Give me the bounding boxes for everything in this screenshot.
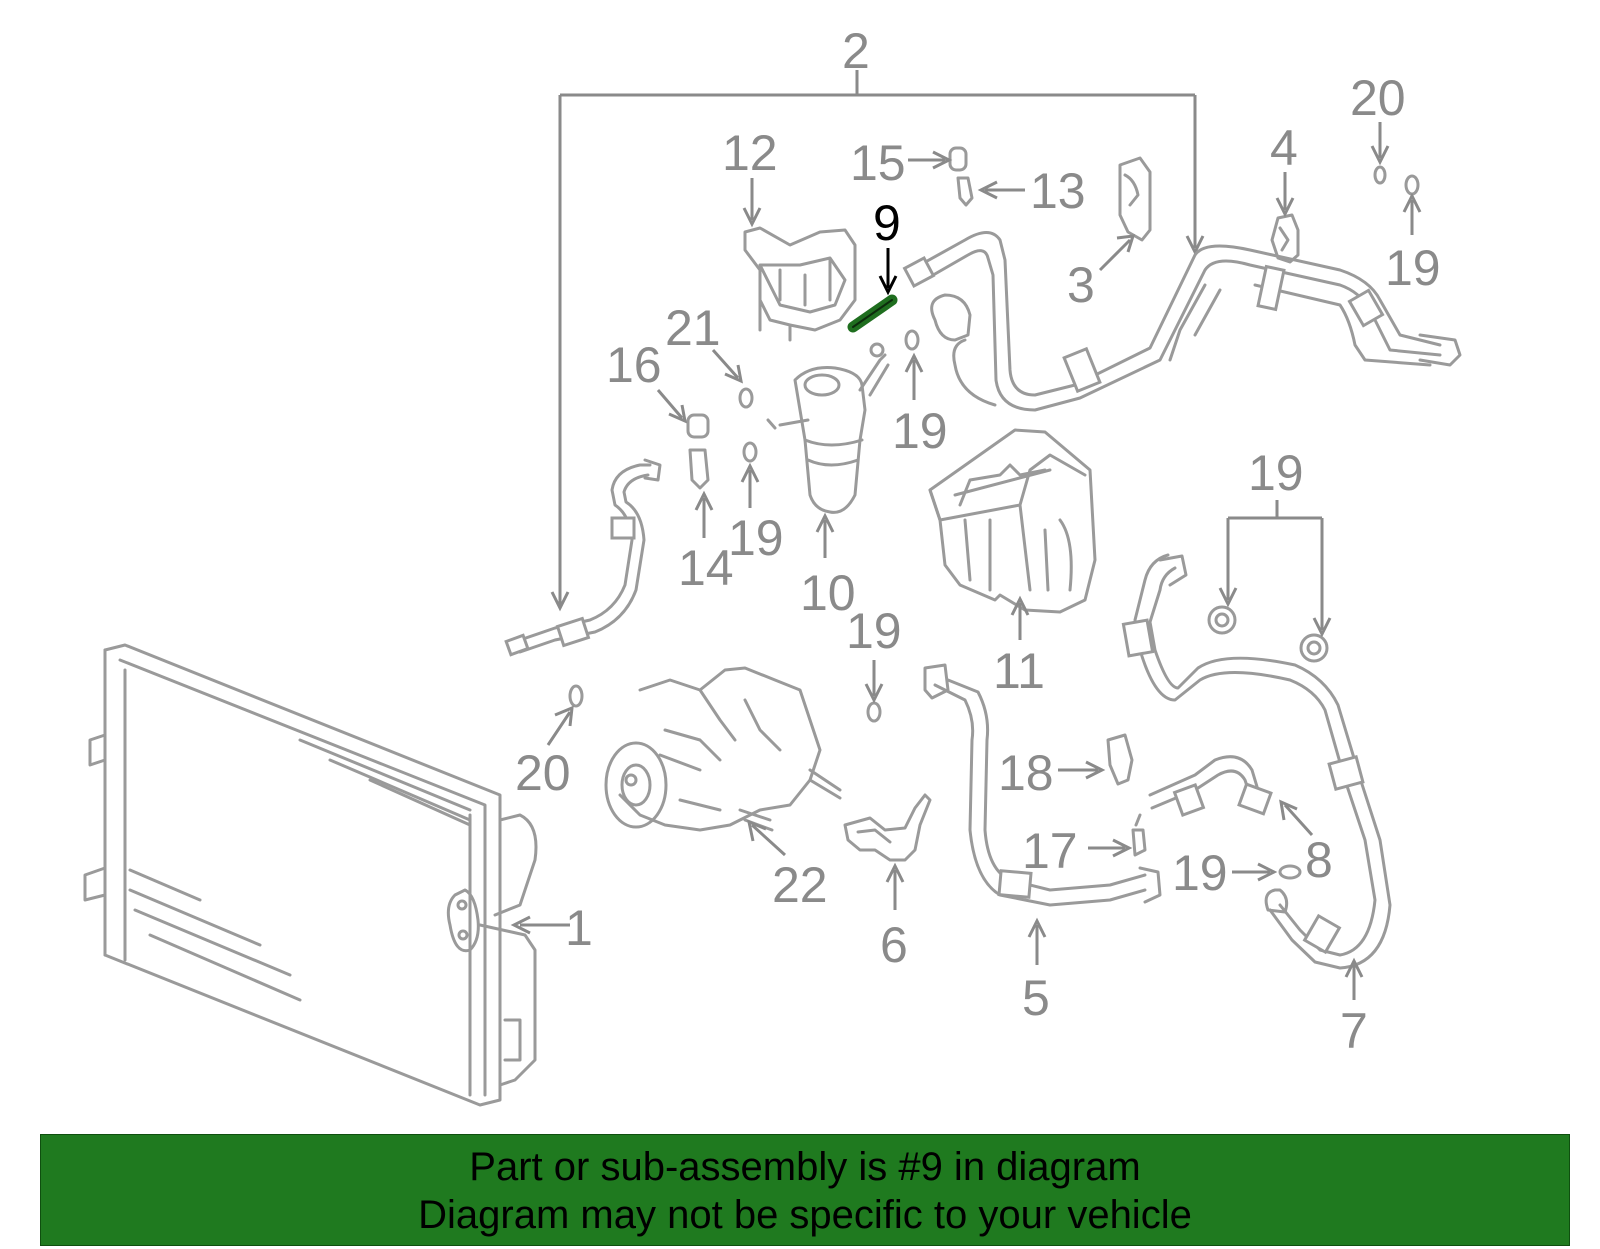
item-2-bracket — [550, 70, 1205, 612]
bracket-12 — [743, 226, 857, 342]
callout-19-a: 19 — [892, 403, 948, 459]
banner-line-1: Part or sub-assembly is #9 in diagram — [469, 1145, 1141, 1189]
compressor — [604, 666, 842, 832]
info-banner: Part or sub-assembly is #9 in diagram Di… — [40, 1134, 1570, 1246]
callout-20-a: 20 — [1350, 70, 1406, 126]
bracket-6 — [843, 793, 932, 862]
switch-14 — [688, 448, 710, 490]
parts-diagram: 1 2 3 4 5 6 7 8 9 10 11 — [83, 23, 1462, 1107]
callout-11: 11 — [993, 643, 1045, 699]
callout-10: 10 — [800, 565, 856, 621]
callout-6: 6 — [880, 917, 908, 973]
callout-8: 8 — [1305, 832, 1333, 888]
callout-19-d: 19 — [1248, 445, 1304, 501]
callout-15: 15 — [850, 135, 906, 191]
callout-1: 1 — [565, 900, 593, 956]
part-9-highlight — [847, 294, 898, 333]
hose-8 — [1148, 755, 1273, 817]
accumulator-10 — [766, 342, 890, 514]
callout-19-c: 19 — [1385, 240, 1441, 296]
clip-4 — [1270, 213, 1300, 264]
callout-19-e: 19 — [846, 603, 902, 659]
banner-line-2: Diagram may not be specific to your vehi… — [418, 1193, 1192, 1237]
condenser — [83, 643, 538, 1107]
callout-2: 2 — [842, 23, 870, 79]
callout-20-b: 20 — [515, 745, 571, 801]
callout-12: 12 — [722, 125, 778, 181]
callout-22: 22 — [772, 857, 828, 913]
hose-7 — [1121, 553, 1392, 970]
callout-14: 14 — [678, 540, 734, 596]
callout-9: 9 — [873, 195, 901, 251]
o-rings — [568, 165, 1420, 880]
bracket-3 — [1118, 156, 1152, 242]
callout-16: 16 — [606, 337, 662, 393]
valve-17 — [1131, 813, 1147, 857]
callout-5: 5 — [1022, 970, 1050, 1026]
callout-17: 17 — [1022, 823, 1078, 879]
callout-4: 4 — [1270, 120, 1298, 176]
cap-15 — [948, 146, 968, 172]
switch-18 — [1106, 733, 1134, 786]
grommets — [1207, 605, 1329, 663]
evaporator-case-11 — [928, 428, 1097, 614]
suction-hose — [902, 231, 1462, 412]
callout-21: 21 — [665, 300, 721, 356]
callout-19-f: 19 — [1172, 845, 1228, 901]
liquid-hose — [504, 458, 662, 657]
callout-19-b: 19 — [728, 510, 784, 566]
hose-5 — [923, 663, 1162, 907]
callout-7: 7 — [1340, 1003, 1368, 1059]
fitting-16 — [686, 413, 710, 439]
callouts: 1 2 3 4 5 6 7 8 9 10 11 — [515, 23, 1441, 1059]
callout-3: 3 — [1067, 257, 1095, 313]
callout-18: 18 — [998, 745, 1054, 801]
switch-13 — [956, 176, 974, 207]
callout-13: 13 — [1030, 163, 1086, 219]
